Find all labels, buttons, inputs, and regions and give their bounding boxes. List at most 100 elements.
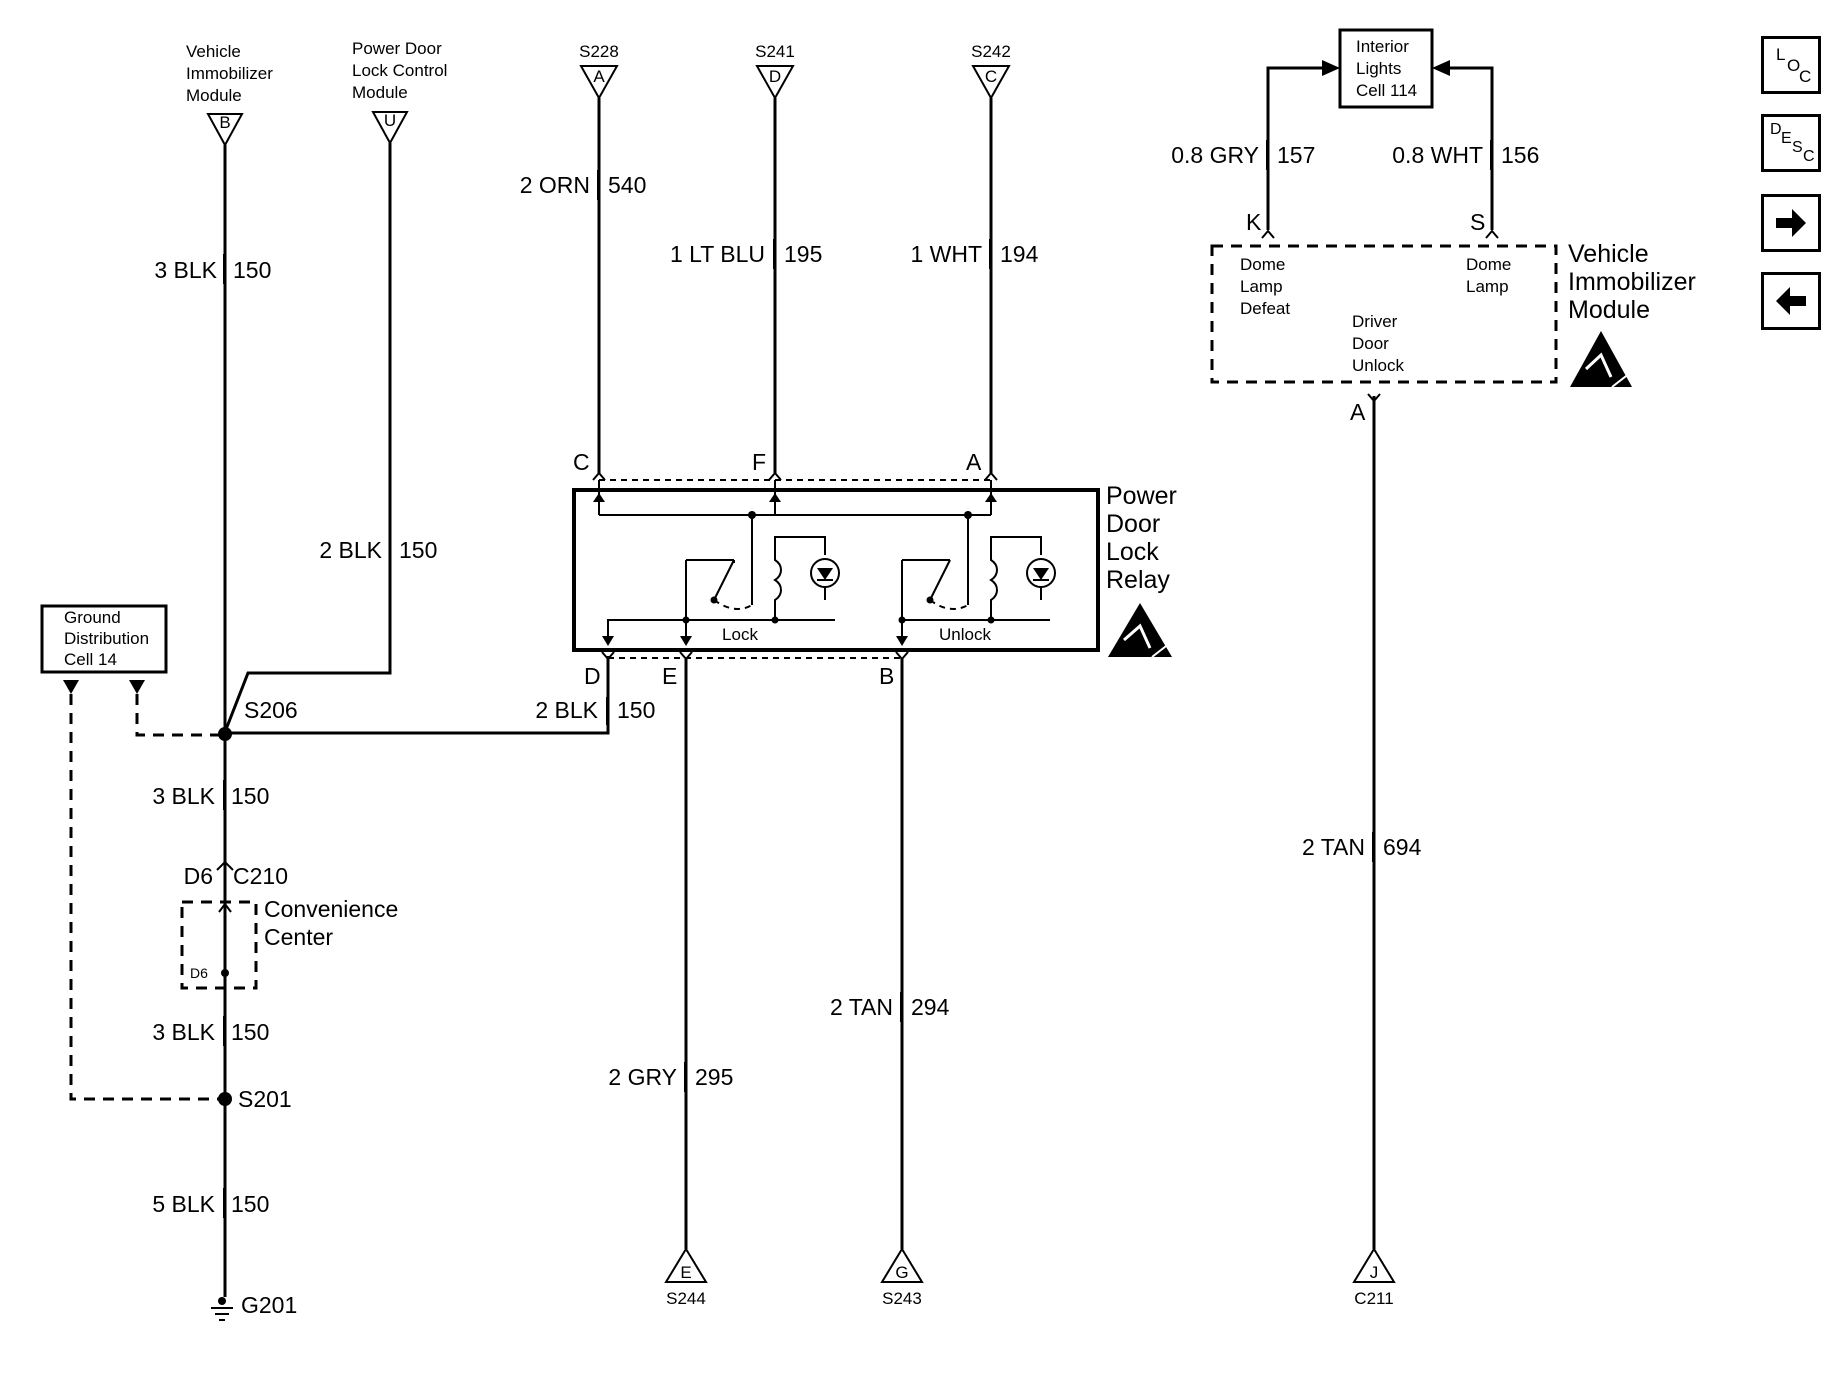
pdlcm-label-2: Lock Control	[352, 61, 447, 80]
vim-right-label-1: Vehicle	[1568, 240, 1649, 268]
vim-pin-s-chevron	[1485, 229, 1499, 239]
unlock-switch-dashed	[929, 599, 969, 610]
c211-connector: J C211	[1352, 1247, 1396, 1308]
wire-gry295-gauge: 2 GRY	[608, 1064, 677, 1090]
vim-top-connector: Vehicle Immobilizer Module B	[186, 42, 273, 148]
wire-label-wht156: 0.8 WHT 156	[1392, 140, 1539, 170]
wire-w2-circuit: 150	[399, 537, 437, 563]
wire-ltblu-circuit: 195	[784, 241, 822, 267]
unlock-switch-blade	[929, 559, 951, 601]
wire-label-w1: 3 BLK 150	[154, 254, 271, 284]
ground-dist-dashed-to-s206	[135, 694, 225, 737]
s241-pin: D	[769, 67, 781, 86]
relay-d-ground-wire	[225, 656, 610, 735]
wire-w1-gauge: 3 BLK	[154, 257, 217, 283]
s243-pin: G	[895, 1263, 908, 1282]
s228-triangle	[579, 65, 619, 101]
lock-coil	[773, 540, 782, 620]
vim-right-label-3: Module	[1568, 296, 1650, 324]
wire-gry157-circuit: 157	[1277, 142, 1315, 168]
c210-name-label: C210	[233, 863, 288, 889]
splice-s201-label: S201	[238, 1086, 292, 1112]
lock-led-diode	[817, 568, 833, 580]
relay-pin-b: B	[879, 663, 894, 689]
ground-distribution-rect	[40, 604, 168, 674]
relay-label-4: Relay	[1106, 566, 1170, 594]
location-letter-l: L	[1776, 45, 1786, 64]
location-letter-c: C	[1799, 67, 1812, 86]
wire-w3-circuit: 150	[617, 697, 655, 723]
vim-pin-s: S	[1470, 209, 1485, 235]
relay-top-chevron-a	[984, 471, 998, 481]
convenience-center-inner-pin: D6	[190, 965, 208, 981]
ground-g201-label: G201	[241, 1292, 297, 1318]
relay-label-2: Door	[1106, 510, 1160, 538]
s242-name: S242	[971, 42, 1011, 61]
relay-lock-label: Lock	[722, 625, 758, 644]
interior-lights-label-2: Lights	[1356, 59, 1401, 78]
c211-pin: J	[1370, 1263, 1379, 1282]
relay-pin-d: D	[584, 663, 601, 689]
wire-orn-circuit: 540	[608, 172, 646, 198]
wire-w5-circuit: 150	[231, 1019, 269, 1045]
back-button[interactable]	[1761, 272, 1821, 330]
vim-top-label-3: Module	[186, 86, 242, 105]
wire-w4-gauge: 3 BLK	[152, 783, 215, 809]
wire-wht156-circuit: 156	[1501, 142, 1539, 168]
relay-unlock-label: Unlock	[939, 625, 991, 644]
wire-w6-circuit: 150	[231, 1191, 269, 1217]
wire-tan694-gauge: 2 TAN	[1302, 834, 1365, 860]
wire-w4-circuit: 150	[231, 783, 269, 809]
convenience-center: D6 Convenience Center	[180, 896, 398, 990]
vim-esd-warning-icon	[1570, 331, 1632, 388]
s244-name: S244	[666, 1289, 706, 1308]
ground-dist-label-2: Distribution	[64, 629, 149, 648]
interior-lights-rect	[1338, 28, 1434, 109]
wire-label-gry295: 2 GRY 295	[608, 1062, 733, 1092]
wire-label-tan294: 2 TAN 294	[830, 992, 950, 1022]
relay-label-1: Power	[1106, 482, 1177, 510]
wire-label-w2: 2 BLK 150	[319, 535, 437, 565]
location-button[interactable]: L O C	[1761, 36, 1821, 94]
description-button[interactable]: D E S C	[1761, 114, 1821, 172]
vim-unlock-3: Unlock	[1352, 356, 1404, 375]
description-letter-d: D	[1770, 121, 1782, 138]
lock-switch-blade	[713, 559, 735, 601]
description-letter-e: E	[1781, 130, 1792, 147]
vim-unlock-2: Door	[1352, 334, 1389, 353]
wire-w6-gauge: 5 BLK	[152, 1191, 215, 1217]
wire-w5-gauge: 3 BLK	[152, 1019, 215, 1045]
s242-pin: C	[985, 67, 997, 86]
vim-dome-defeat-3: Defeat	[1240, 299, 1290, 318]
wire-label-orn: 2 ORN 540	[520, 170, 646, 200]
interior-lights-box: Interior Lights Cell 114	[1338, 28, 1434, 109]
interior-lights-label-3: Cell 114	[1356, 81, 1417, 100]
relay-top-chevron-c	[592, 471, 606, 481]
ground-symbol-dot	[218, 1297, 226, 1305]
relay-arrow-a	[985, 493, 997, 502]
relay-pin-c: C	[573, 449, 590, 475]
pdlcm-connector-triangle	[371, 111, 409, 146]
gry157-arrow	[1322, 60, 1340, 76]
vim-module-box	[1210, 244, 1558, 384]
wire-label-w3: 2 BLK 150	[535, 697, 655, 725]
relay-arrow-f	[769, 493, 781, 502]
lock-bottom-dot-2	[771, 616, 779, 624]
c211-triangle	[1352, 1247, 1396, 1283]
wire-gry295-circuit: 295	[695, 1064, 733, 1090]
forward-button[interactable]	[1761, 194, 1821, 252]
s241-name: S241	[755, 42, 795, 61]
lock-led-feed	[774, 536, 826, 555]
wire-ltblu-gauge: 1 LT BLU	[670, 241, 765, 267]
description-letter-s: S	[1792, 139, 1803, 156]
power-door-lock-relay: C F A	[572, 449, 1177, 689]
ground-dist-arrow-left	[63, 680, 79, 694]
convenience-center-chevron	[218, 902, 232, 913]
ground-distribution-box: Ground Distribution Cell 14	[40, 604, 168, 694]
s244-pin: E	[680, 1263, 691, 1282]
s243-triangle	[880, 1247, 924, 1283]
esd-warning-icon	[1108, 603, 1172, 658]
relay-arrow-c	[593, 493, 605, 502]
relay-pin-e: E	[662, 663, 677, 689]
wire-w1-circuit: 150	[233, 257, 271, 283]
